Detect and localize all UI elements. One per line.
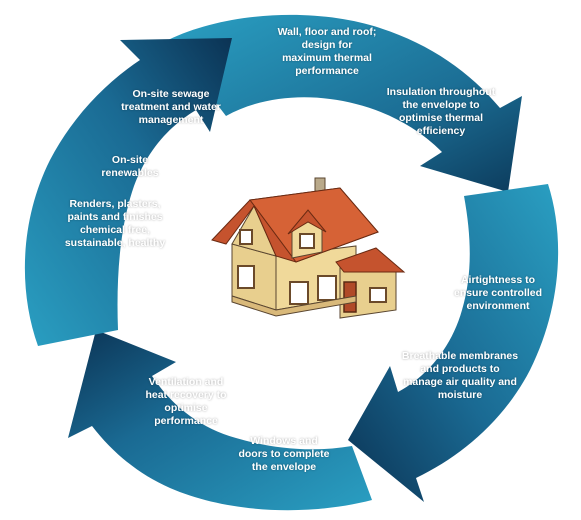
label-windows-doors: Windows and doors to complete the envelo… (238, 435, 330, 473)
arrow-segment-left (24, 38, 232, 346)
arrow-segment-right (348, 184, 559, 502)
house-icon (211, 177, 406, 319)
label-onsite-renewables: On-site renewables (101, 154, 159, 179)
label-renders-plasters: Renders, plasters, paints and finishes c… (64, 198, 166, 249)
arrow-segment-top (168, 14, 522, 192)
label-breathable-membranes: Breathable membranes and products to man… (401, 350, 519, 401)
label-airtightness: Airtightness to ensure controlled enviro… (453, 274, 543, 312)
label-wall-floor-roof: Wall, floor and roof; design for maximum… (277, 26, 377, 77)
label-insulation: Insulation throughout the envelope to op… (386, 86, 496, 137)
label-sewage-water: On-site sewage treatment and water manag… (121, 88, 221, 126)
label-ventilation: Ventilation and heat recovery to optimis… (145, 376, 227, 427)
arrow-segment-bottom (68, 330, 372, 511)
